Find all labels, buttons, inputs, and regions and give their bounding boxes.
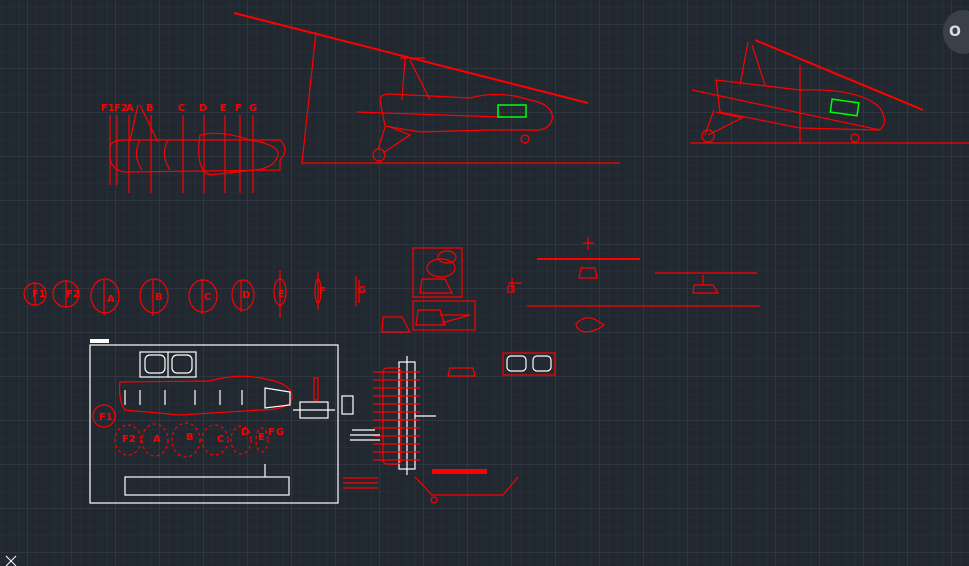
station-label: E	[220, 103, 227, 114]
section-label: F1	[99, 412, 113, 423]
section-label: B	[186, 432, 194, 443]
section-label: G	[276, 427, 284, 438]
section-label: F1	[32, 289, 46, 300]
section-label: G	[358, 285, 366, 296]
section-label: F	[268, 427, 275, 438]
station-label: F1	[101, 103, 115, 114]
section-label: C	[204, 292, 211, 303]
section-label: E	[278, 289, 285, 300]
section-label: C	[217, 434, 224, 445]
ucs-cross-icon	[5, 555, 17, 566]
section-label: A	[153, 434, 161, 445]
view-cube-button[interactable]: O	[943, 10, 969, 54]
sections-row[interactable]: F1 F2 A B C D E F G	[23, 270, 366, 318]
section-label: D	[241, 427, 249, 438]
parts-callouts[interactable]	[343, 356, 436, 489]
station-label: F	[235, 103, 242, 114]
autogyro-side-view-small[interactable]	[690, 39, 969, 144]
section-label: F2	[66, 289, 80, 300]
station-label: F2	[114, 103, 128, 114]
section-label: A	[107, 294, 115, 305]
section-label: D	[242, 290, 250, 301]
detail-sheet[interactable]: F1 F2 A B C D E F G	[89, 339, 354, 504]
station-label: C	[178, 103, 185, 114]
section-label: F2	[122, 434, 136, 445]
section-label: E	[258, 432, 265, 443]
autogyro-side-view-large[interactable]	[233, 12, 620, 164]
section-label: F	[319, 286, 326, 297]
station-label: A	[126, 103, 134, 114]
cockpit-details[interactable]	[381, 237, 760, 504]
station-label: D	[199, 103, 207, 114]
station-label: G	[249, 103, 257, 114]
station-label: B	[146, 103, 154, 114]
section-label: B	[155, 292, 163, 303]
station-lines	[109, 115, 254, 193]
fuselage-top-view[interactable]: F1 F2 A B C D E F G	[101, 103, 286, 193]
